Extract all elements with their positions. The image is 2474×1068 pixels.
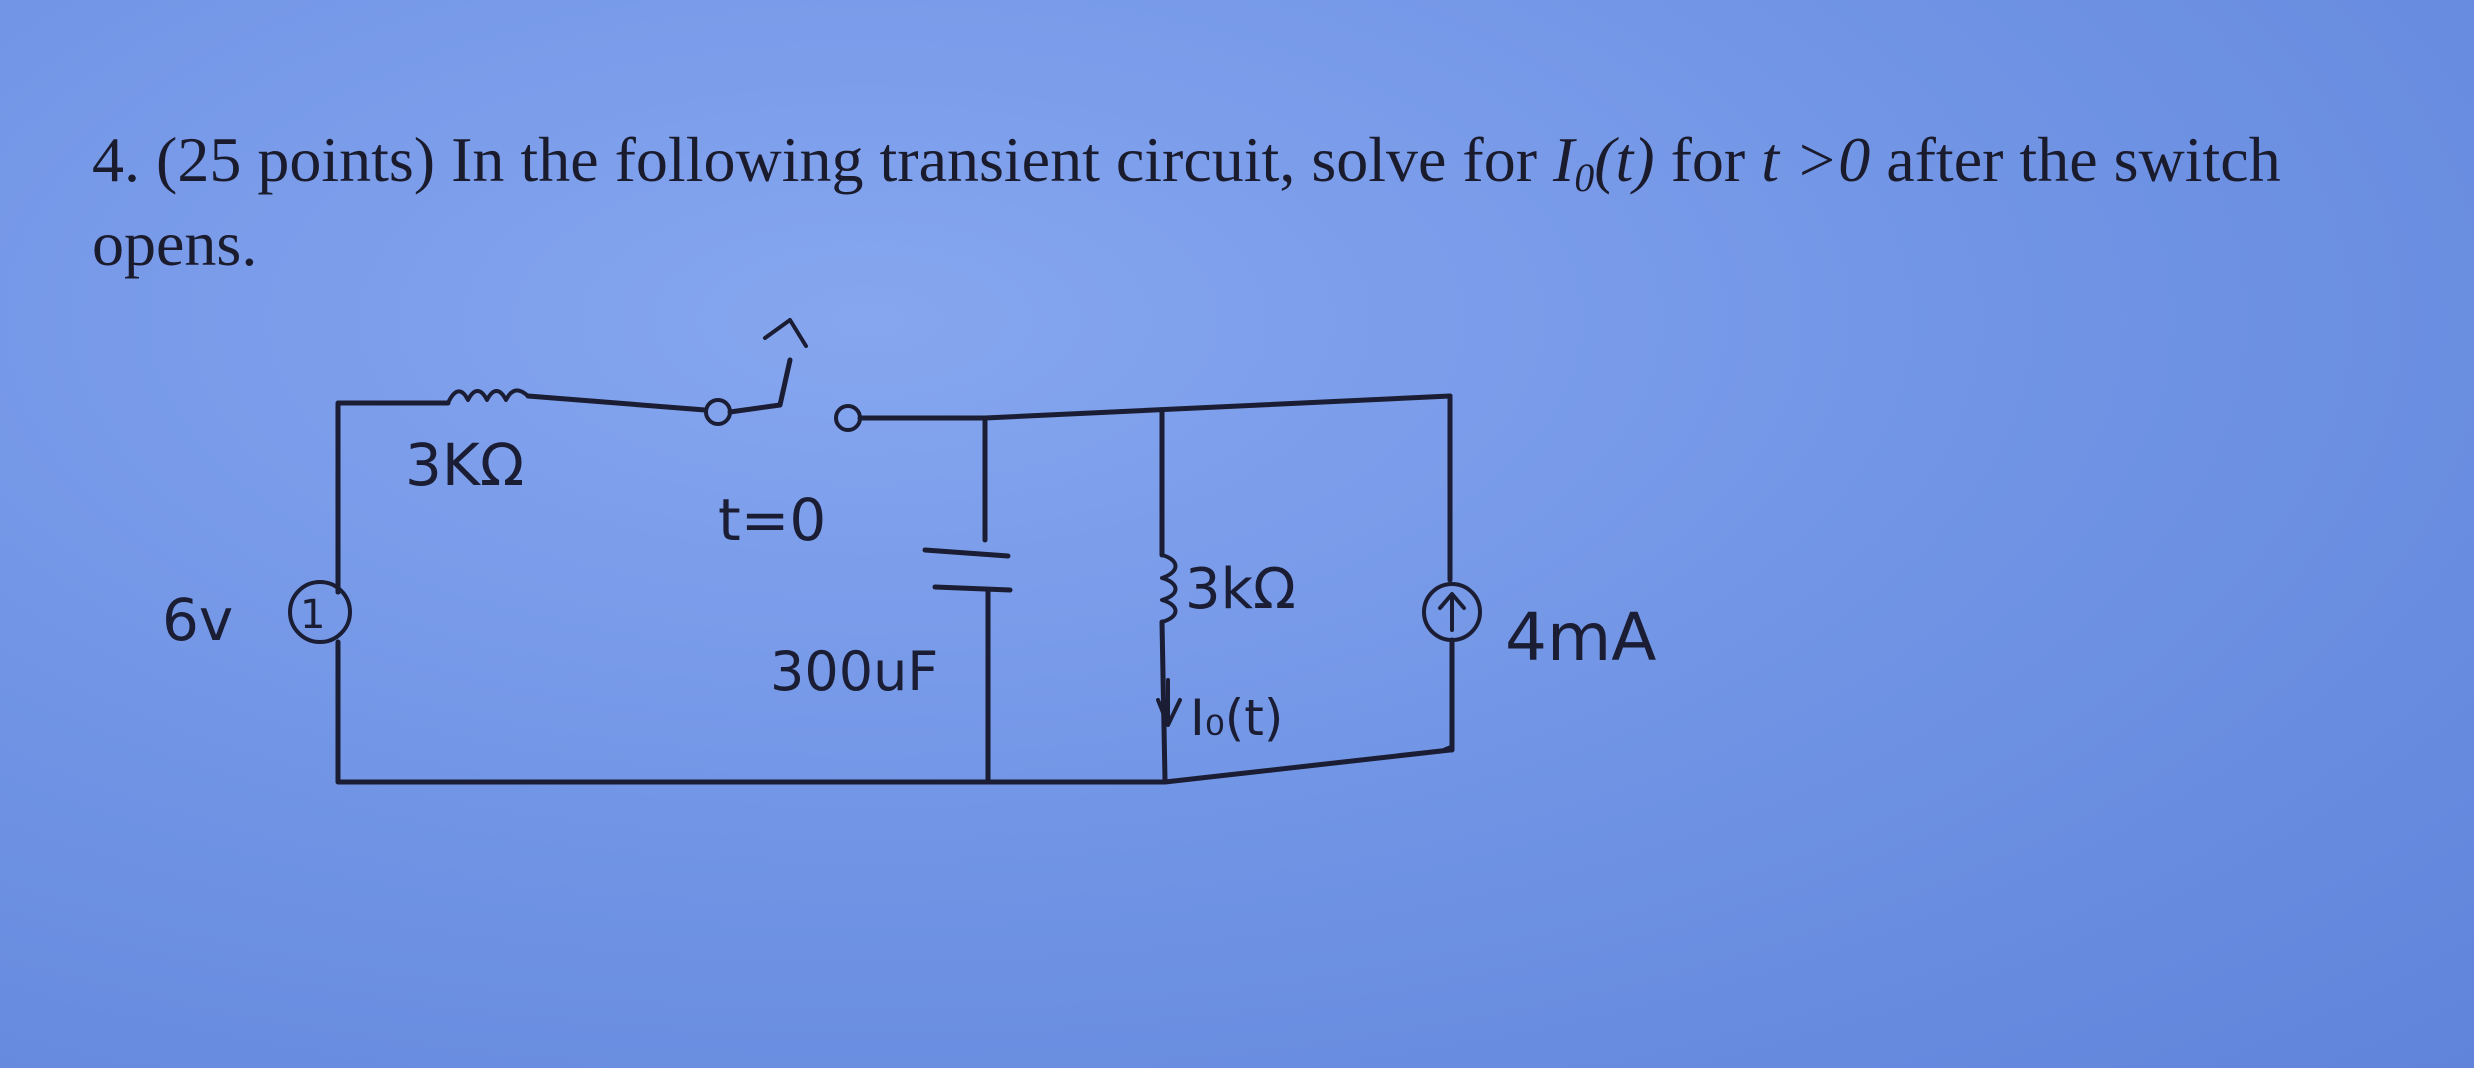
top-rail xyxy=(982,393,1453,421)
capacitor-label: 300uF xyxy=(770,640,938,703)
switch-blade xyxy=(727,357,793,415)
switch-time-label: t=0 xyxy=(718,486,826,554)
question-text: 4. (25 points) In the following transien… xyxy=(92,118,2392,286)
resistor-3k-series-symbol xyxy=(446,388,530,405)
voltage-source-symbol: 1 xyxy=(300,592,325,638)
switch-terminal-right xyxy=(834,404,862,432)
source-voltage-label: 6v xyxy=(162,586,233,654)
capacitor-plate-top xyxy=(922,547,1011,559)
question-number: 4. xyxy=(92,124,140,195)
bottom-rail xyxy=(335,677,1453,785)
condition: >0 xyxy=(1779,124,1871,195)
switch-terminal-left xyxy=(704,398,732,426)
res-wire-bottom xyxy=(1159,619,1168,783)
current-source-label: 4mA xyxy=(1505,599,1656,676)
question-text-a: In the following transient circuit, solv… xyxy=(435,124,1554,195)
wire-to-switch xyxy=(525,393,708,413)
current-arrow-icon xyxy=(1156,678,1182,727)
current-source-arrow-icon xyxy=(1438,592,1466,632)
current-io-label: I₀(t) xyxy=(1190,689,1283,747)
question-text-c: after the switch opens. xyxy=(92,124,2281,279)
voltage-source-circle xyxy=(288,580,352,644)
capacitor-plate-bottom xyxy=(932,584,1013,593)
wire-left-top xyxy=(335,400,451,595)
resistor-3k-parallel-symbol xyxy=(1160,553,1178,624)
var-t: t xyxy=(1761,124,1779,195)
question-text-b: for xyxy=(1654,124,1762,195)
parallel-resistor-label: 3kΩ xyxy=(1185,557,1296,622)
series-resistor-label: 3KΩ xyxy=(405,431,524,499)
isrc-wire-bottom xyxy=(1442,637,1455,753)
switch-arrow-icon xyxy=(763,318,808,348)
question-points: (25 points) xyxy=(156,124,436,195)
var-io: I0(t) xyxy=(1553,124,1655,200)
